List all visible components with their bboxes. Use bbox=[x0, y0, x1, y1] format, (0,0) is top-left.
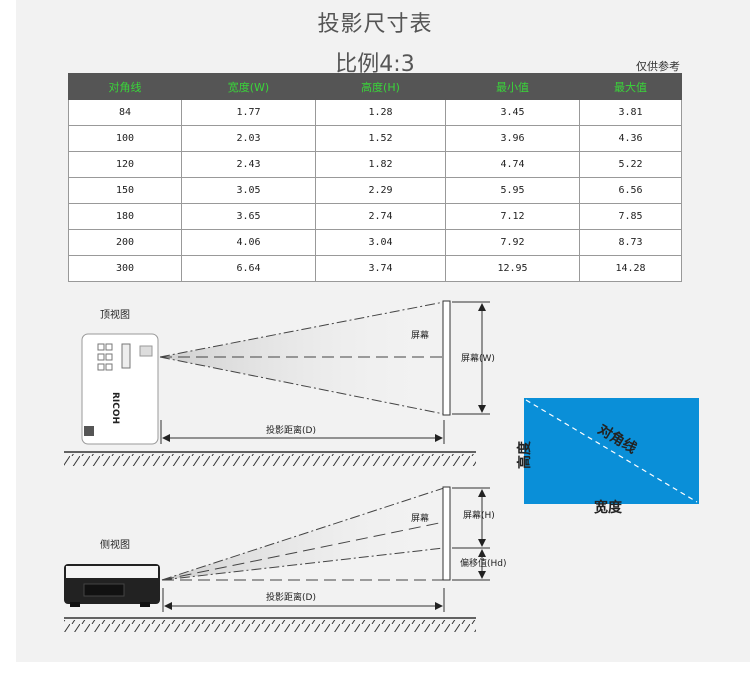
table-row: 84 1.77 1.28 3.45 3.81 bbox=[68, 99, 682, 126]
side-distance-label: 投影距离(D) bbox=[266, 591, 316, 603]
aspect-ratio-title: 比例4:3 bbox=[335, 52, 415, 77]
cell-max: 14.28 bbox=[579, 255, 682, 282]
cell-max: 8.73 bbox=[579, 229, 682, 256]
diagonal-line bbox=[525, 399, 698, 503]
page-title: 投影尺寸表 bbox=[317, 12, 433, 37]
cell-min: 7.92 bbox=[445, 229, 580, 256]
projector-brand-text: RICOH bbox=[110, 392, 120, 424]
top-view-ground bbox=[64, 454, 476, 466]
top-view-label: 顶视图 bbox=[100, 308, 130, 321]
offset-label: 偏移值(Hd) bbox=[460, 557, 507, 569]
cell-diagonal: 180 bbox=[68, 203, 182, 230]
cell-max: 7.85 bbox=[579, 203, 682, 230]
top-view-screen bbox=[442, 300, 451, 416]
projector-top-icon: RICOH bbox=[81, 333, 159, 445]
top-screen-label: 屏幕 bbox=[411, 329, 429, 341]
top-distance-label: 投影距离(D) bbox=[266, 424, 316, 436]
table-row: 120 2.43 1.82 4.74 5.22 bbox=[68, 151, 682, 178]
height-label: 高度 bbox=[516, 440, 533, 469]
cell-max: 4.36 bbox=[579, 125, 682, 152]
cell-height: 1.82 bbox=[315, 151, 446, 178]
cell-diagonal: 120 bbox=[68, 151, 182, 178]
cell-max: 3.81 bbox=[579, 99, 682, 126]
cell-min: 12.95 bbox=[445, 255, 580, 282]
side-screen-height-label: 屏幕(H) bbox=[463, 509, 495, 521]
header-diagonal: 对角线 bbox=[68, 73, 182, 100]
projector-side-icon bbox=[64, 564, 160, 607]
cell-height: 1.52 bbox=[315, 125, 446, 152]
top-view-diagram: 顶视图 RICOH 屏幕 屏幕(W) bbox=[64, 300, 495, 466]
cell-min: 3.96 bbox=[445, 125, 580, 152]
table-row: 300 6.64 3.74 12.95 14.28 bbox=[68, 255, 682, 282]
side-view-screen bbox=[442, 486, 451, 581]
cell-diagonal: 300 bbox=[68, 255, 182, 282]
cell-width: 2.03 bbox=[181, 125, 316, 152]
cell-width: 1.77 bbox=[181, 99, 316, 126]
screen-dimension-diagram: 对角线 高度 宽度 bbox=[516, 398, 699, 516]
side-view-ground bbox=[64, 620, 476, 632]
cell-height: 3.04 bbox=[315, 229, 446, 256]
side-view-label: 侧视图 bbox=[100, 538, 130, 551]
cell-min: 3.45 bbox=[445, 99, 580, 126]
table-header-row: 对角线 宽度(W) 高度(H) 最小值 最大值 bbox=[68, 73, 682, 100]
top-screen-width-label: 屏幕(W) bbox=[461, 352, 495, 364]
width-label: 宽度 bbox=[594, 499, 623, 516]
cell-min: 7.12 bbox=[445, 203, 580, 230]
cell-width: 6.64 bbox=[181, 255, 316, 282]
cell-max: 5.22 bbox=[579, 151, 682, 178]
header-width: 宽度(W) bbox=[181, 73, 316, 100]
side-screen-label: 屏幕 bbox=[411, 512, 429, 524]
cell-diagonal: 150 bbox=[68, 177, 182, 204]
top-projection-beam bbox=[160, 302, 444, 414]
cell-height: 2.74 bbox=[315, 203, 446, 230]
projection-size-table: 对角线 宽度(W) 高度(H) 最小值 最大值 84 1.77 1.28 3.4… bbox=[68, 73, 682, 282]
cell-width: 4.06 bbox=[181, 229, 316, 256]
reference-note: 仅供参考 bbox=[636, 60, 680, 73]
table-row: 100 2.03 1.52 3.96 4.36 bbox=[68, 125, 682, 152]
side-view-diagram: 侧视图 屏幕 屏幕(H) 偏移值(Hd) 投影距离(D) bbox=[64, 486, 507, 632]
cell-diagonal: 84 bbox=[68, 99, 182, 126]
header-min: 最小值 bbox=[445, 73, 580, 100]
cell-min: 4.74 bbox=[445, 151, 580, 178]
